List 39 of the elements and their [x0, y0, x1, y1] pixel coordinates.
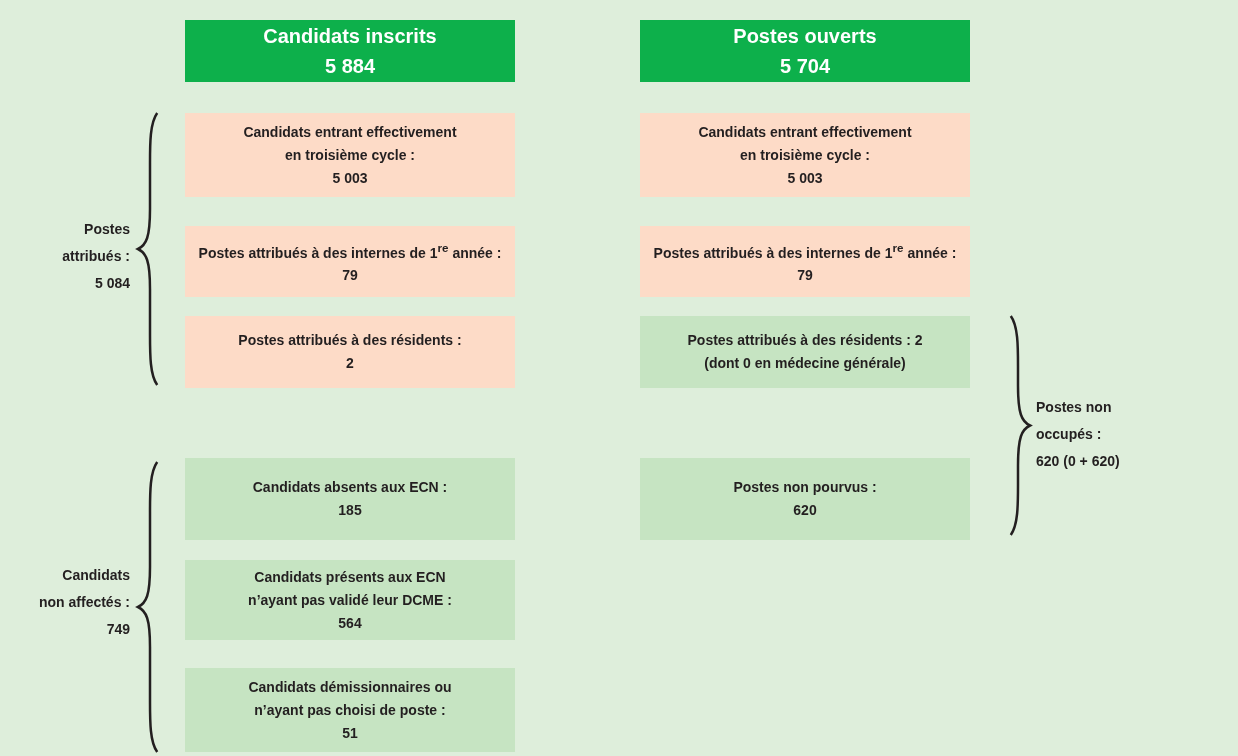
box-title: Candidats inscrits — [263, 24, 437, 49]
category-box — [640, 316, 970, 388]
box-value: 620 — [793, 501, 817, 520]
box-value: 5 003 — [787, 168, 823, 188]
box-title: Candidats entrant effectivement en troisième cycle : — [697, 122, 913, 165]
header-box — [185, 20, 515, 82]
box-value: 5 884 — [324, 54, 376, 79]
brace-label: Postes non occupés : 620 (0 + 620) — [1036, 398, 1121, 471]
box-value: 79 — [342, 266, 358, 286]
box-value: 51 — [342, 723, 358, 743]
header-box — [640, 20, 970, 82]
box-title: Postes attribués à des résidents : — [238, 331, 462, 350]
category-box — [185, 113, 515, 197]
box-value: 185 — [338, 501, 362, 520]
box-title: Candidats absents aux ECN : — [252, 478, 448, 497]
box-title: Postes attribués à des résidents : 2 — [687, 331, 923, 350]
box-title: Postes attribués à des internes de 1$^{re}$ année : — [198, 239, 502, 263]
category-box — [185, 668, 515, 752]
category-box — [640, 458, 970, 540]
box-value: 2 — [346, 354, 354, 373]
brace-label: Postes attribués : 5 084 — [61, 220, 130, 293]
category-box — [185, 316, 515, 388]
box-value: (dont 0 en médecine générale) — [704, 354, 906, 373]
box-title: Candidats démissionnaires ou n’ayant pas choisi de poste : — [247, 677, 453, 720]
category-box — [185, 458, 515, 540]
box-title: Postes ouverts — [733, 24, 877, 49]
category-box — [640, 113, 970, 197]
box-title: Candidats présents aux ECN n’ayant pas validé leur DCME : — [247, 567, 453, 610]
box-value: 5 003 — [332, 168, 368, 188]
box-title: Postes non pourvus : — [733, 478, 877, 497]
box-value: 564 — [338, 613, 362, 633]
box-value: 79 — [797, 266, 813, 286]
box-value: 5 704 — [779, 54, 831, 79]
brace-label: Candidats non affectés : 749 — [38, 566, 130, 639]
box-title: Candidats entrant effectivement en troisième cycle : — [242, 122, 458, 165]
category-box — [185, 560, 515, 640]
box-title: Postes attribués à des internes de 1$^{re}$ année : — [653, 239, 957, 263]
category-box — [185, 226, 515, 297]
category-box — [640, 226, 970, 297]
